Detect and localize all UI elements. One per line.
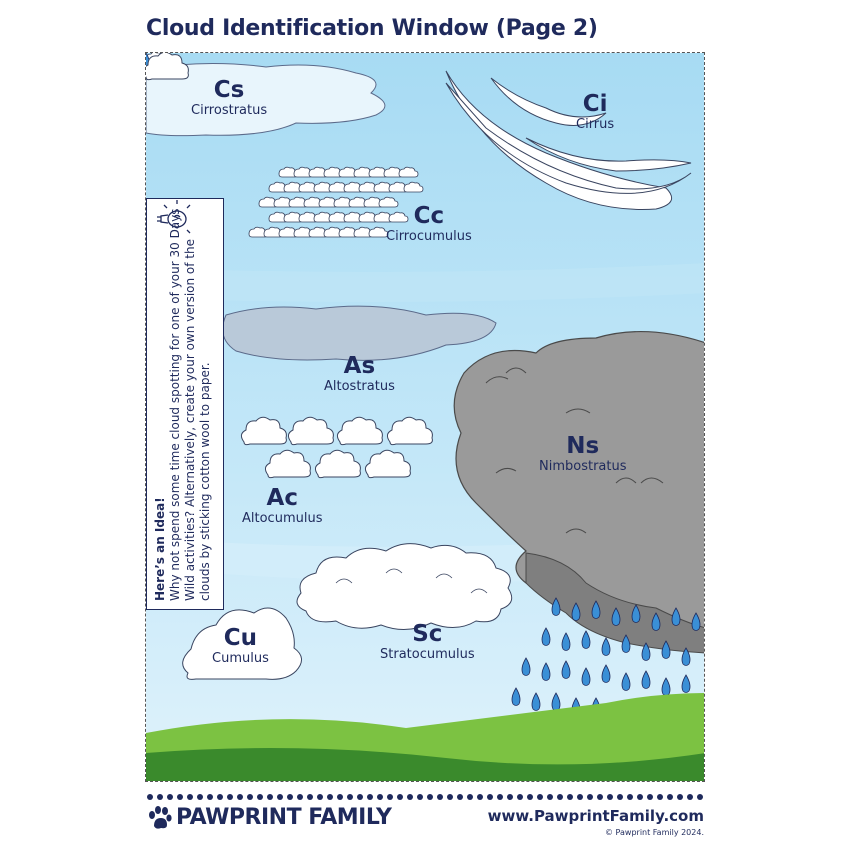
cs-name: Cirrostratus [191,103,268,118]
page-title: Cloud Identification Window (Page 2) [146,16,598,41]
idea-box: Here’s an Idea! Why not spend some time … [146,198,224,610]
idea-text-block: Here’s an Idea! Why not spend some time … [153,201,213,601]
label-cirrus: Ci Cirrus [576,91,615,132]
label-altocumulus: Ac Altocumulus [242,485,323,526]
cc-name: Cirrocumulus [386,229,472,244]
website-link[interactable]: www.PawprintFamily.com [487,807,704,825]
as-abbr: As [343,353,376,379]
cloud-scene: Cs Cirrostratus Ci Cirrus Cc Cirrocumulu… [145,52,705,782]
paw-icon [149,805,172,829]
label-altostratus: As Altostratus [324,353,395,394]
sc-name: Stratocumulus [380,647,475,662]
ac-abbr: Ac [266,485,298,511]
cu-abbr: Cu [223,625,258,651]
lightbulb-icon [157,200,191,234]
ci-abbr: Ci [582,91,608,117]
as-name: Altostratus [324,379,395,394]
footer-dot-divider [147,794,703,800]
brand-name: PAWPRINT FAMILY [176,805,392,830]
cirrostratus-cloud [146,62,386,137]
label-nimbostratus: Ns Nimbostratus [539,433,627,474]
idea-heading: Here’s an Idea! [153,497,167,601]
cirrus-cloud [445,70,692,210]
cumulus-cloud [182,607,302,680]
stratocumulus-cloud [296,543,513,630]
grass-hills [146,693,704,781]
ac-name: Altocumulus [242,511,323,526]
label-cirrocumulus: Cc Cirrocumulus [386,203,472,244]
scene-illustration [146,53,704,781]
label-cirrostratus: Cs Cirrostratus [191,77,268,118]
ci-name: Cirrus [576,117,615,132]
cc-abbr: Cc [413,203,445,229]
sc-abbr: Sc [412,621,443,647]
brand-logo: PAWPRINT FAMILY [146,805,392,830]
altocumulus-cloud [146,53,433,479]
ns-name: Nimbostratus [539,459,627,474]
label-cumulus: Cu Cumulus [212,625,269,666]
cu-name: Cumulus [212,651,269,666]
altostratus-cloud [222,305,497,361]
copyright-notice: © Pawprint Family 2024. [605,828,704,837]
ns-abbr: Ns [566,433,600,459]
cs-abbr: Cs [213,77,245,103]
label-stratocumulus: Sc Stratocumulus [380,621,475,662]
idea-body: Why not spend some time cloud spotting f… [168,208,212,601]
